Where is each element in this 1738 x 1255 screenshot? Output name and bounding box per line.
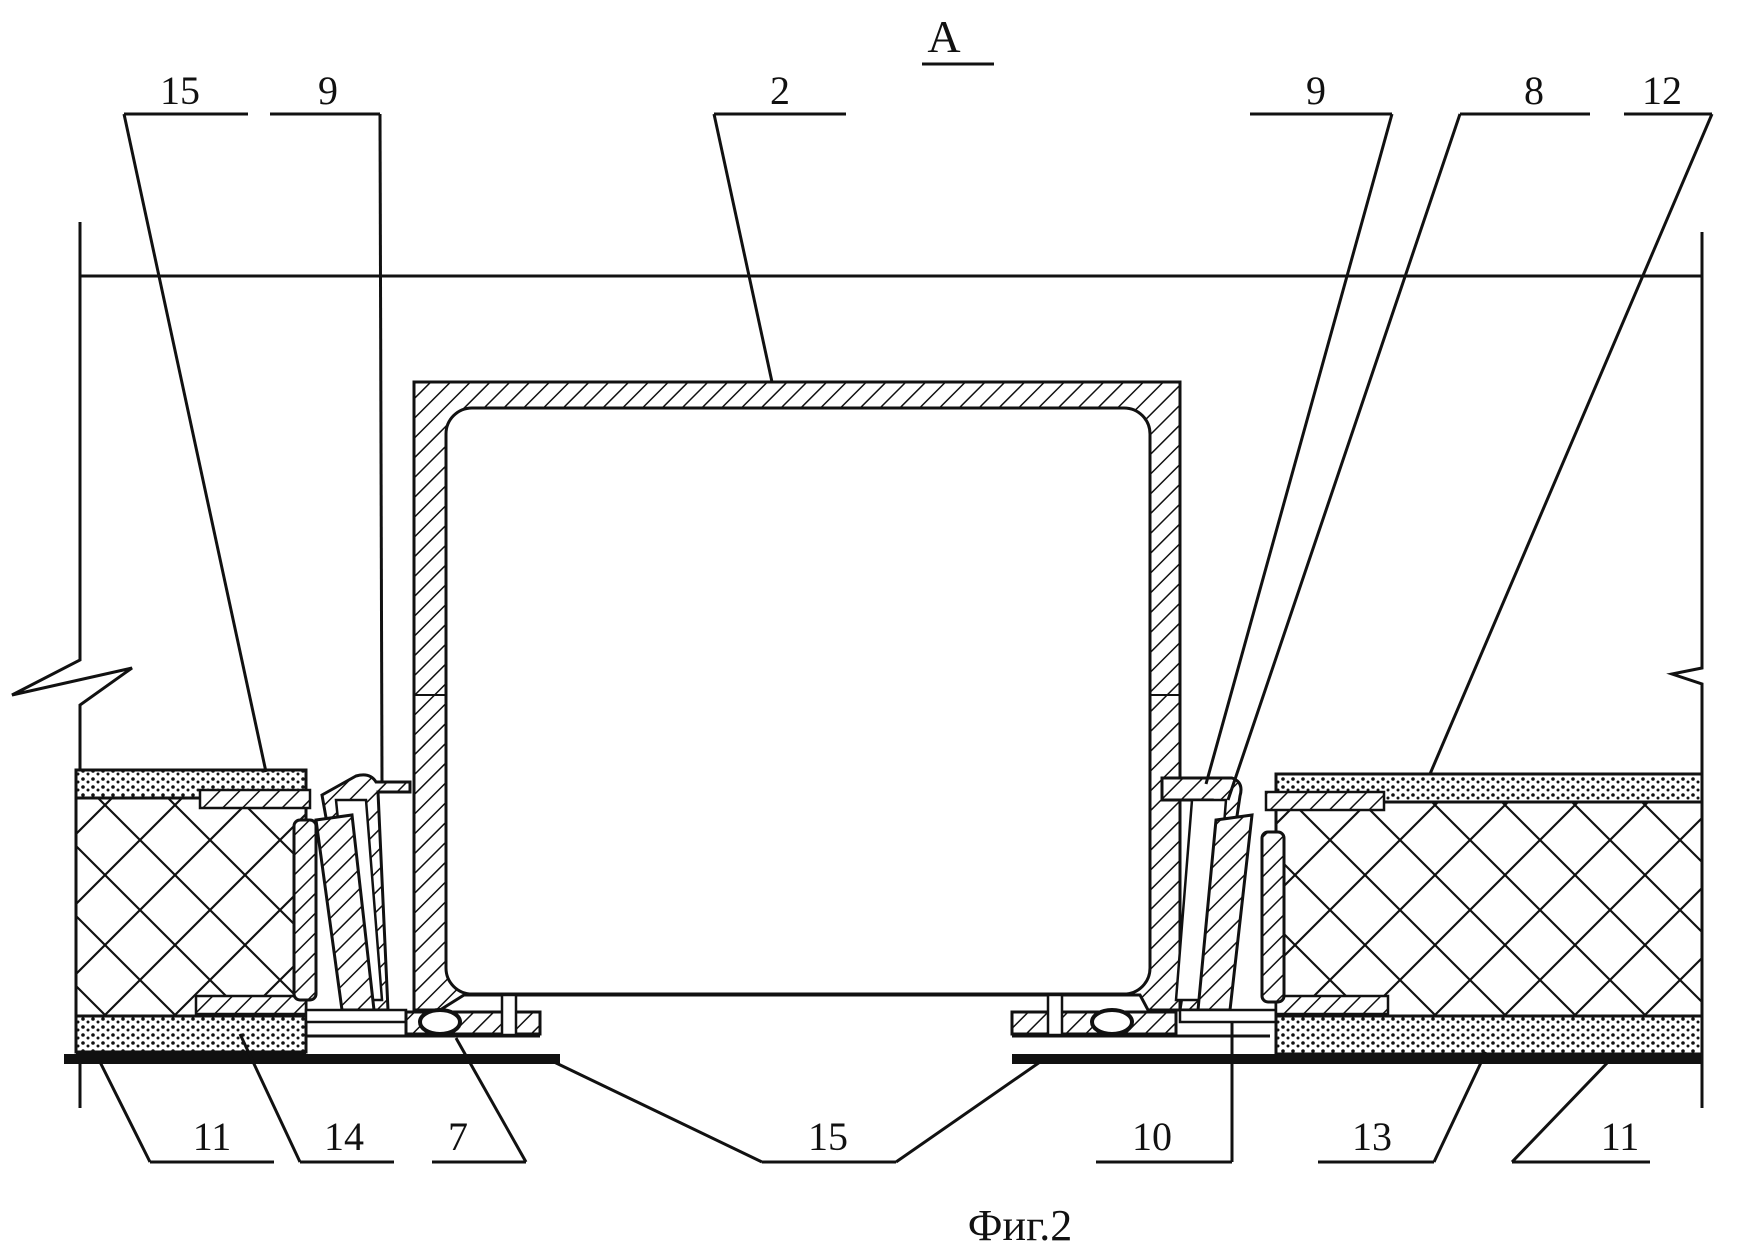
- central-tube: [412, 380, 1182, 1012]
- reference-labels: 15 9 2 9 8 12 11 14 7 15 10 13 11: [160, 68, 1682, 1159]
- label-11-right: 11: [1601, 1114, 1640, 1159]
- view-label: А: [927, 11, 960, 62]
- left-panel: [74, 768, 318, 1060]
- label-10: 10: [1132, 1114, 1172, 1159]
- label-7: 7: [448, 1114, 468, 1159]
- label-14: 14: [324, 1114, 364, 1159]
- label-11-left: 11: [193, 1114, 232, 1159]
- right-panel: [1260, 772, 1704, 1056]
- label-9-right: 9: [1306, 68, 1326, 113]
- label-2: 2: [770, 68, 790, 113]
- left-seal: [304, 773, 412, 1024]
- label-13: 13: [1352, 1114, 1392, 1159]
- bottom-fasteners: [64, 993, 1702, 1064]
- leader-lines: [98, 112, 1714, 1164]
- label-9-left: 9: [318, 68, 338, 113]
- right-seal: [1160, 776, 1278, 1024]
- label-8: 8: [1524, 68, 1544, 113]
- label-12: 12: [1642, 68, 1682, 113]
- figure-caption: Фиг.2: [968, 1201, 1072, 1250]
- label-15-top: 15: [160, 68, 200, 113]
- label-15-bottom: 15: [808, 1114, 848, 1159]
